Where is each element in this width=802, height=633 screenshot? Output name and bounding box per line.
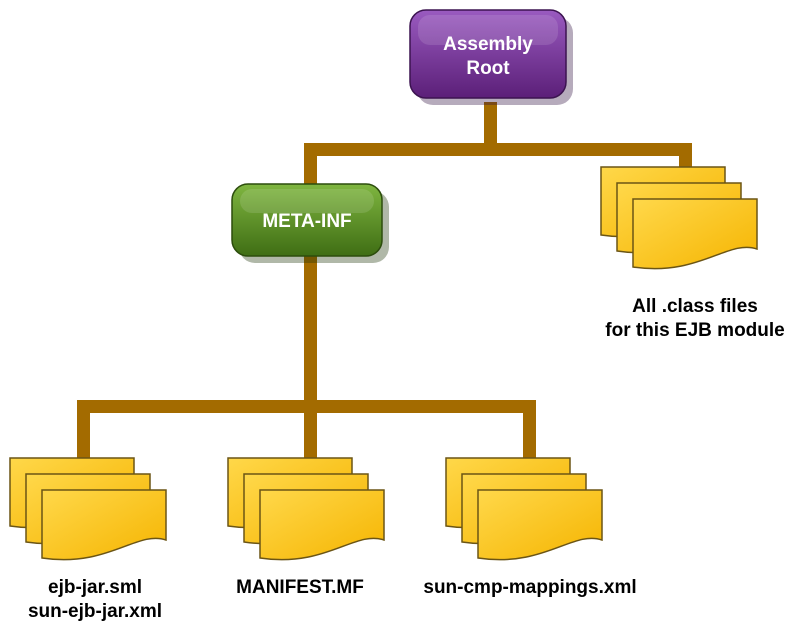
root-label-line2: Root — [466, 58, 510, 79]
connector-class-drop — [679, 143, 692, 169]
connector-root-stem — [484, 102, 497, 148]
connector-cmp-drop — [523, 400, 536, 458]
cmp-mappings-caption: sun-cmp-mappings.xml — [410, 576, 650, 600]
ejb-jar-files-icon — [9, 457, 167, 561]
cmp-mappings-files-icon — [445, 457, 603, 561]
ejb-jar-caption-line2: sun-ejb-jar.xml — [27, 601, 163, 622]
connector-lines — [77, 102, 692, 458]
manifest-caption: MANIFEST.MF — [215, 576, 385, 600]
meta-inf-node: META-INF — [231, 183, 389, 263]
class-files-caption-line2: for this EJB module — [605, 320, 785, 341]
cmp-mappings-caption-line1: sun-cmp-mappings.xml — [423, 577, 637, 598]
ejb-jar-caption-line1: ejb-jar.sml — [48, 577, 142, 598]
meta-inf-label: META-INF — [262, 211, 351, 232]
assembly-root-node: Assembly Root — [409, 9, 573, 105]
class-files-caption-line1: All .class files — [632, 296, 758, 317]
connector-ejb-drop — [77, 400, 90, 458]
connector-meta-stem — [304, 254, 317, 406]
connector-meta-drop — [304, 143, 317, 185]
class-files-icon — [600, 166, 758, 270]
connector-manifest-drop — [304, 400, 317, 458]
ejb-jar-caption: ejb-jar.sml sun-ejb-jar.xml — [10, 576, 180, 624]
connector-top-bar — [304, 143, 692, 156]
root-label-line1: Assembly — [443, 34, 533, 55]
manifest-caption-line1: MANIFEST.MF — [236, 577, 364, 598]
manifest-files-icon — [227, 457, 385, 561]
class-files-caption: All .class files for this EJB module — [600, 295, 790, 343]
